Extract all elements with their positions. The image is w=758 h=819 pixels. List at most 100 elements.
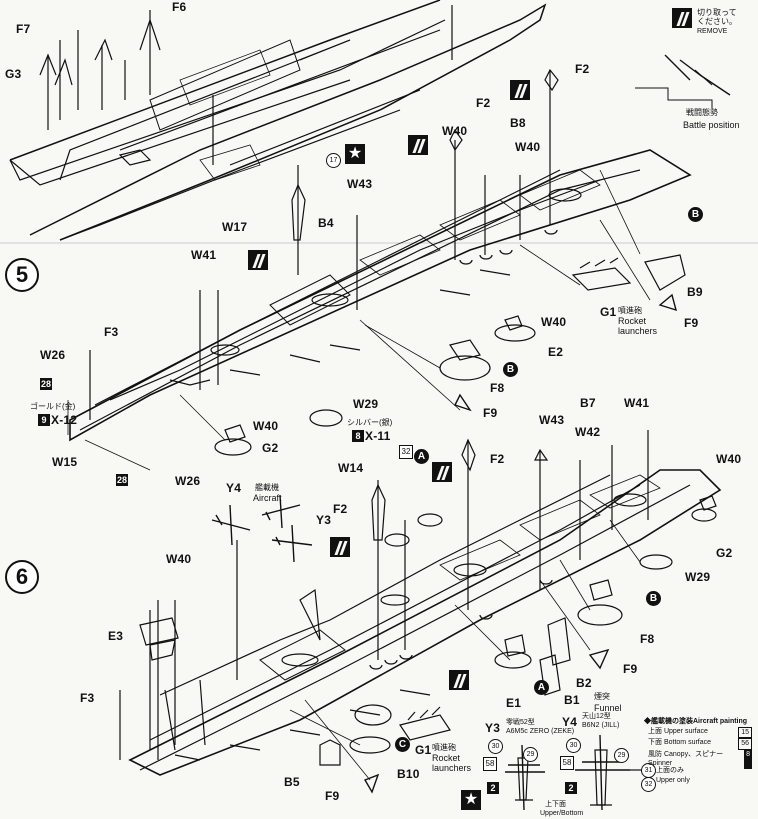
- callout-a: A: [414, 449, 429, 464]
- rocket-jp: 噴進砲: [432, 743, 456, 752]
- aircraft-painting-legend: ◆艦載機の塗装Aircraft painting 上面 Upper surfac…: [644, 717, 752, 769]
- callout-b: B: [503, 362, 518, 377]
- step-6-number: 6: [5, 560, 39, 594]
- legend-code: 56: [738, 738, 752, 750]
- paint-29: 29: [523, 747, 538, 762]
- part-e1: E1: [506, 696, 522, 710]
- callout-c: C: [395, 737, 410, 752]
- part-w42: W42: [575, 425, 601, 439]
- part-e3: E3: [108, 629, 124, 643]
- silver-paint-code: X-11: [365, 429, 391, 443]
- part-y3: Y3: [316, 513, 332, 527]
- part-w40: W40: [166, 552, 192, 566]
- aircraft-y3-jp: 零戦52型: [506, 719, 535, 726]
- aircraft-y4-name: B6N2 (JILL): [582, 722, 620, 729]
- part-f2-top: F2: [575, 62, 590, 76]
- upper-only-label: Upper only: [656, 777, 690, 784]
- aircraft-label: Aircraft: [253, 493, 282, 503]
- part-w40: W40: [515, 140, 541, 154]
- callout-b: B: [688, 207, 703, 222]
- part-w41: W41: [624, 396, 650, 410]
- paint-32: 32: [399, 445, 413, 459]
- part-b7: B7: [580, 396, 596, 410]
- rocket-launchers-label: Rocket launchers: [432, 753, 472, 773]
- part-f8: F8: [490, 381, 505, 395]
- part-w40: W40: [541, 315, 567, 329]
- part-f9: F9: [325, 789, 340, 803]
- part-w43: W43: [539, 413, 565, 427]
- legend-label: 風防 Canopy、スピナー Spinner: [648, 750, 724, 768]
- paint-2: 2: [565, 782, 577, 794]
- glue-icon: [449, 670, 469, 690]
- part-g2: G2: [716, 546, 733, 560]
- callout-a: A: [534, 680, 549, 695]
- part-f3: F3: [104, 325, 119, 339]
- part-b1: B1: [564, 693, 580, 707]
- remove-jp: 切り取って ください。: [697, 8, 737, 26]
- rocket-launchers-label: Rocket launchers: [618, 316, 658, 336]
- part-g2: G2: [262, 441, 279, 455]
- star-icon: ★: [461, 790, 481, 810]
- part-w40: W40: [716, 452, 742, 466]
- paint-58: 58: [560, 756, 574, 770]
- legend-label: 下面 Bottom surface: [648, 739, 712, 746]
- part-w15: W15: [52, 455, 78, 469]
- funnel-jp: 煙突: [594, 692, 610, 701]
- part-f9: F9: [623, 662, 638, 676]
- part-f2: F2: [476, 96, 491, 110]
- part-w29: W29: [685, 570, 711, 584]
- callout-b: B: [646, 591, 661, 606]
- part-f6: F6: [172, 0, 187, 14]
- glue-icon: [408, 135, 428, 155]
- legend-code: 15: [738, 726, 752, 738]
- part-w29: W29: [353, 397, 379, 411]
- aircraft-y3-label: Y3: [485, 721, 501, 735]
- legend-label: 上面 Upper surface: [648, 727, 708, 735]
- paint-29: 29: [614, 748, 629, 763]
- part-b2: B2: [576, 676, 592, 690]
- remove-label: REMOVE: [697, 28, 728, 35]
- gold-paint-code: X-12: [51, 413, 78, 427]
- glue-icon: [510, 80, 530, 100]
- part-f7: F7: [16, 22, 31, 36]
- paint-30: 30: [566, 738, 581, 753]
- part-w43: W43: [347, 177, 373, 191]
- legend-code: 8: [744, 749, 752, 769]
- aircraft-y4-jp: 天山12型: [582, 713, 611, 720]
- upper-only-jp: 上面のみ: [656, 767, 684, 774]
- silver-paint-jp: シルバー(銀): [347, 418, 393, 427]
- glue-icon: [248, 250, 268, 270]
- paint-32: 32: [641, 777, 656, 792]
- part-g1: G1: [415, 743, 432, 757]
- legend-row: 上面 Upper surface 15: [648, 726, 752, 738]
- battle-jp: 戦闘態勢: [686, 108, 718, 117]
- rocket-jp: 噴進砲: [618, 306, 642, 315]
- part-w41: W41: [191, 248, 217, 262]
- part-f3: F3: [80, 691, 95, 705]
- part-b9: B9: [687, 285, 703, 299]
- paint-9: 9: [38, 414, 50, 426]
- paint-2: 2: [487, 782, 499, 794]
- part-w26: W26: [175, 474, 201, 488]
- glue-icon: [330, 537, 350, 557]
- scissors-icon: [672, 8, 692, 28]
- part-w14: W14: [338, 461, 364, 475]
- paint-58: 58: [483, 757, 497, 771]
- part-e2: E2: [548, 345, 564, 359]
- part-w40: W40: [442, 124, 468, 138]
- paint-28: 28: [40, 378, 52, 390]
- aircraft-y4-label: Y4: [562, 715, 578, 729]
- legend-row: 下面 Bottom surface 56: [648, 738, 752, 750]
- part-b10: B10: [397, 767, 420, 781]
- glue-icon: [432, 462, 452, 482]
- paint-28: 28: [116, 474, 128, 486]
- part-f9: F9: [684, 316, 699, 330]
- legend-title: ◆艦載機の塗装Aircraft painting: [644, 718, 748, 725]
- upper-bottom-label: Upper/Bottom: [540, 810, 584, 817]
- part-w17: W17: [222, 220, 248, 234]
- upper-bottom-jp: 上下面: [545, 801, 566, 808]
- aircraft-jp: 艦載機: [255, 483, 279, 492]
- star-icon: ★: [345, 144, 365, 164]
